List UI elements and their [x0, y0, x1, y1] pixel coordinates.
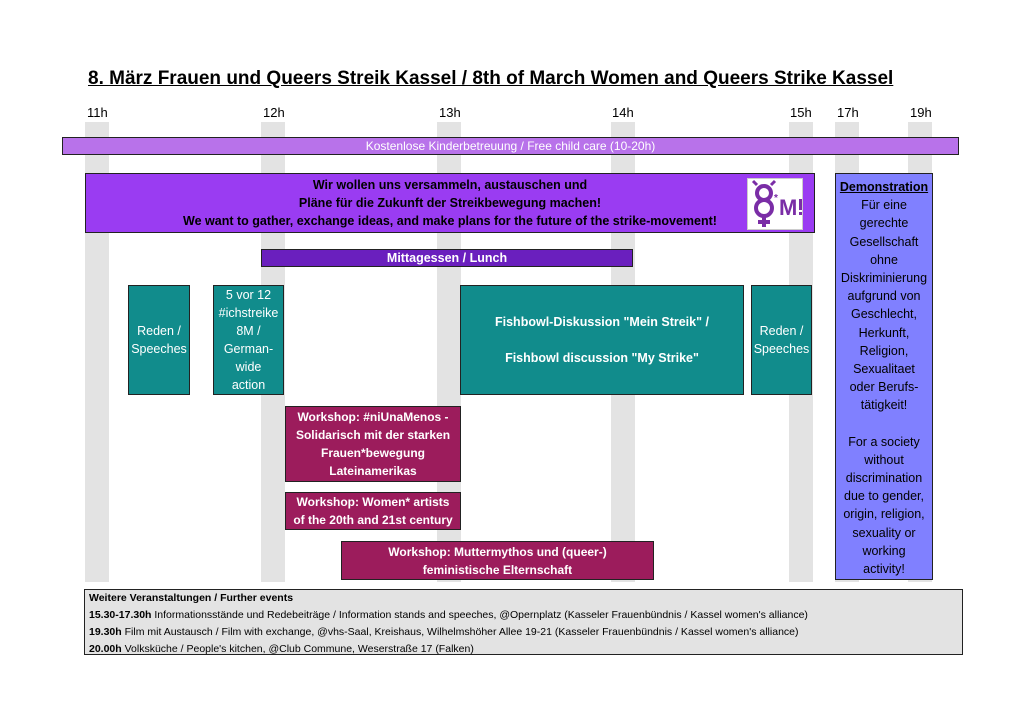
8m-logo-icon: * M: [751, 179, 802, 227]
demo-line: tätigkeit!: [860, 398, 908, 413]
demo-line: Für eine: [861, 198, 907, 213]
hour-label: 14h: [612, 105, 634, 120]
action-line: wide: [235, 360, 262, 374]
demo-line: sexuality or: [852, 525, 916, 540]
workshop-line: Workshop: Women* artists: [296, 495, 450, 509]
demo-line: gerechte: [859, 216, 909, 231]
demo-line: ohne: [870, 252, 898, 267]
fishbowl-line: Fishbowl discussion "My Strike": [505, 351, 699, 365]
demo-line: discrimination: [845, 471, 923, 486]
speeches-line: Reden /: [137, 324, 181, 338]
demo-line: Herkunft,: [858, 325, 910, 340]
action-line: German-: [223, 342, 274, 356]
event-time: 15.30-17.30h: [89, 609, 152, 621]
hour-label: 13h: [439, 105, 461, 120]
demo-line: Geschlecht,: [850, 307, 917, 322]
action-line: 8M /: [236, 324, 261, 338]
svg-text:M: M: [779, 195, 797, 220]
event-text: Film mit Austausch / Film with exchange,…: [121, 626, 799, 638]
speeches-line: Speeches: [131, 342, 187, 356]
hour-label: 15h: [790, 105, 812, 120]
demo-line: without: [864, 452, 904, 467]
speeches-line: Reden /: [759, 324, 804, 338]
demo-line: oder Berufs-: [849, 380, 919, 395]
further-events-box: Weitere Veranstaltungen / Further events…: [84, 589, 963, 655]
fishbowl-line: Fishbowl-Diskussion "Mein Streik" /: [495, 315, 709, 329]
demo-line: activity!: [863, 562, 905, 577]
demo-line: Diskriminierung: [840, 271, 928, 286]
event-text: Volksküche / People's kitchen, @Club Com…: [121, 643, 474, 655]
workshop-line: of the 20th and 21st century: [293, 513, 453, 527]
demo-line: Sexualitaet: [853, 362, 915, 377]
childcare-label: Kostenlose Kinderbetreuung / Free child …: [365, 139, 656, 153]
workshop-line: feministische Elternschaft: [422, 562, 573, 577]
workshop-line: Solidarisch mit der starken: [295, 428, 451, 442]
demo-line: Gesellschaft: [849, 234, 919, 249]
event-row: 15.30-17.30h Informationsstände und Rede…: [89, 607, 958, 624]
gather-line: Pläne für die Zukunft der Streikbewegung…: [298, 196, 602, 210]
speeches-line: Speeches: [753, 342, 810, 356]
action-line: #ichstreike: [218, 306, 279, 320]
workshop-muttermythos: Workshop: Muttermythos und (queer-) femi…: [341, 541, 654, 580]
demonstration-block: Demonstration Für eine gerechte Gesellsc…: [835, 173, 933, 580]
demo-line: Religion,: [859, 343, 909, 358]
workshop-line: Frauen*bewegung: [320, 446, 425, 460]
demo-line: working: [862, 543, 906, 558]
workshop-niunamenos: Workshop: #niUnaMenos - Solidarisch mit …: [285, 406, 461, 482]
page-title: 8. März Frauen und Queers Streik Kassel …: [88, 68, 894, 89]
hour-label: 17h: [837, 105, 859, 120]
demo-line: origin, religion,: [843, 507, 925, 522]
event-row: 20.00h Volksküche / People's kitchen, @C…: [89, 641, 958, 658]
workshop-line: Workshop: Muttermythos und (queer-): [388, 544, 607, 559]
demo-line: aufgrund von: [847, 289, 921, 304]
action-line: action: [231, 378, 266, 392]
8m-logo: * M: [747, 178, 803, 230]
demo-spacer: [836, 415, 932, 433]
workshop-line: Lateinamerikas: [329, 464, 417, 478]
speeches-block: Reden / Speeches: [751, 285, 812, 395]
event-text: Informationsstände und Redebeiträge / In…: [151, 609, 808, 621]
event-time: 20.00h: [89, 643, 122, 655]
childcare-bar: Kostenlose Kinderbetreuung / Free child …: [62, 137, 959, 155]
demo-line: For a society: [848, 434, 920, 449]
svg-text:*: *: [774, 193, 778, 204]
workshop-line: Workshop: #niUnaMenos -: [297, 410, 449, 424]
hour-label: 11h: [87, 105, 108, 120]
gather-line: We want to gather, exchange ideas, and m…: [183, 214, 717, 228]
speeches-block: Reden / Speeches: [128, 285, 190, 395]
hour-label: 12h: [263, 105, 285, 120]
german-wide-action-block: 5 vor 12 #ichstreike 8M / German- wide a…: [213, 285, 284, 395]
demo-line: due to gender,: [844, 489, 924, 504]
event-row: 19.30h Film mit Austausch / Film with ex…: [89, 624, 958, 641]
further-events-heading: Weitere Veranstaltungen / Further events: [89, 592, 294, 604]
lunch-label: Mittagessen / Lunch: [386, 251, 508, 265]
workshop-women-artists: Workshop: Women* artists of the 20th and…: [285, 492, 461, 530]
event-time: 19.30h: [89, 626, 122, 638]
action-line: 5 vor 12: [225, 288, 272, 302]
gather-line: Wir wollen uns versammeln, austauschen u…: [312, 178, 588, 192]
fishbowl-block: Fishbowl-Diskussion "Mein Streik" / Fish…: [460, 285, 744, 395]
lunch-bar: Mittagessen / Lunch: [261, 249, 633, 267]
gather-block: Wir wollen uns versammeln, austauschen u…: [85, 173, 815, 233]
hour-label: 19h: [910, 105, 932, 120]
demonstration-heading: Demonstration: [839, 180, 929, 194]
